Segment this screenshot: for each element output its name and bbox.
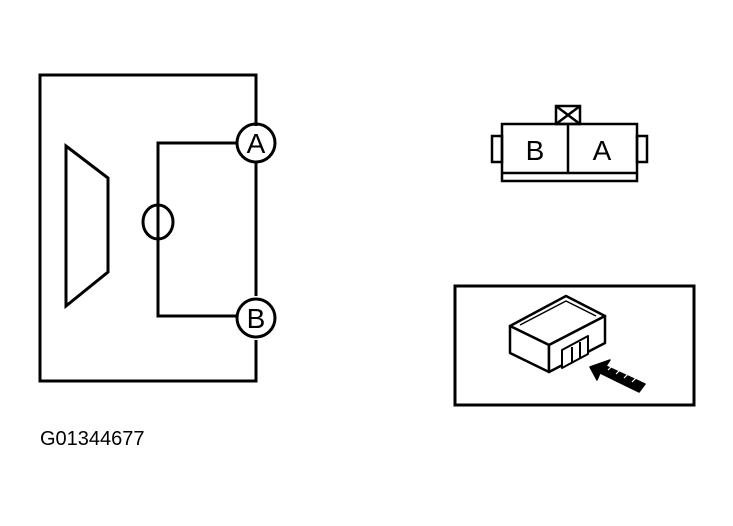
arrow-icon xyxy=(589,359,646,393)
inset-frame xyxy=(453,284,696,407)
connector-3d-icon xyxy=(508,294,607,374)
arrow-hatching xyxy=(607,365,637,383)
terminal-a-circle xyxy=(235,122,277,164)
internal-circuit-wire xyxy=(156,141,236,318)
horn-trumpet-icon xyxy=(64,142,110,310)
terminal-b-label: B xyxy=(247,303,266,334)
terminal-a-label: A xyxy=(247,128,266,159)
connector-lock-tab-icon xyxy=(554,104,582,126)
lock-tab-cross xyxy=(555,105,581,125)
terminal-b-circle xyxy=(235,297,277,339)
figure-id: G01344677 xyxy=(40,428,145,450)
connector-face-view xyxy=(490,104,649,183)
horn-housing-outline xyxy=(38,73,258,383)
connector-cavity-a-label: A xyxy=(593,135,612,166)
horn-coil-icon xyxy=(141,203,175,241)
connector-side-tab-right xyxy=(635,134,649,164)
horn-schematic xyxy=(38,73,277,383)
connector-side-tab-left xyxy=(490,134,504,164)
connector-cavity-b-label: B xyxy=(526,135,545,166)
connector-locator-inset xyxy=(453,284,696,407)
